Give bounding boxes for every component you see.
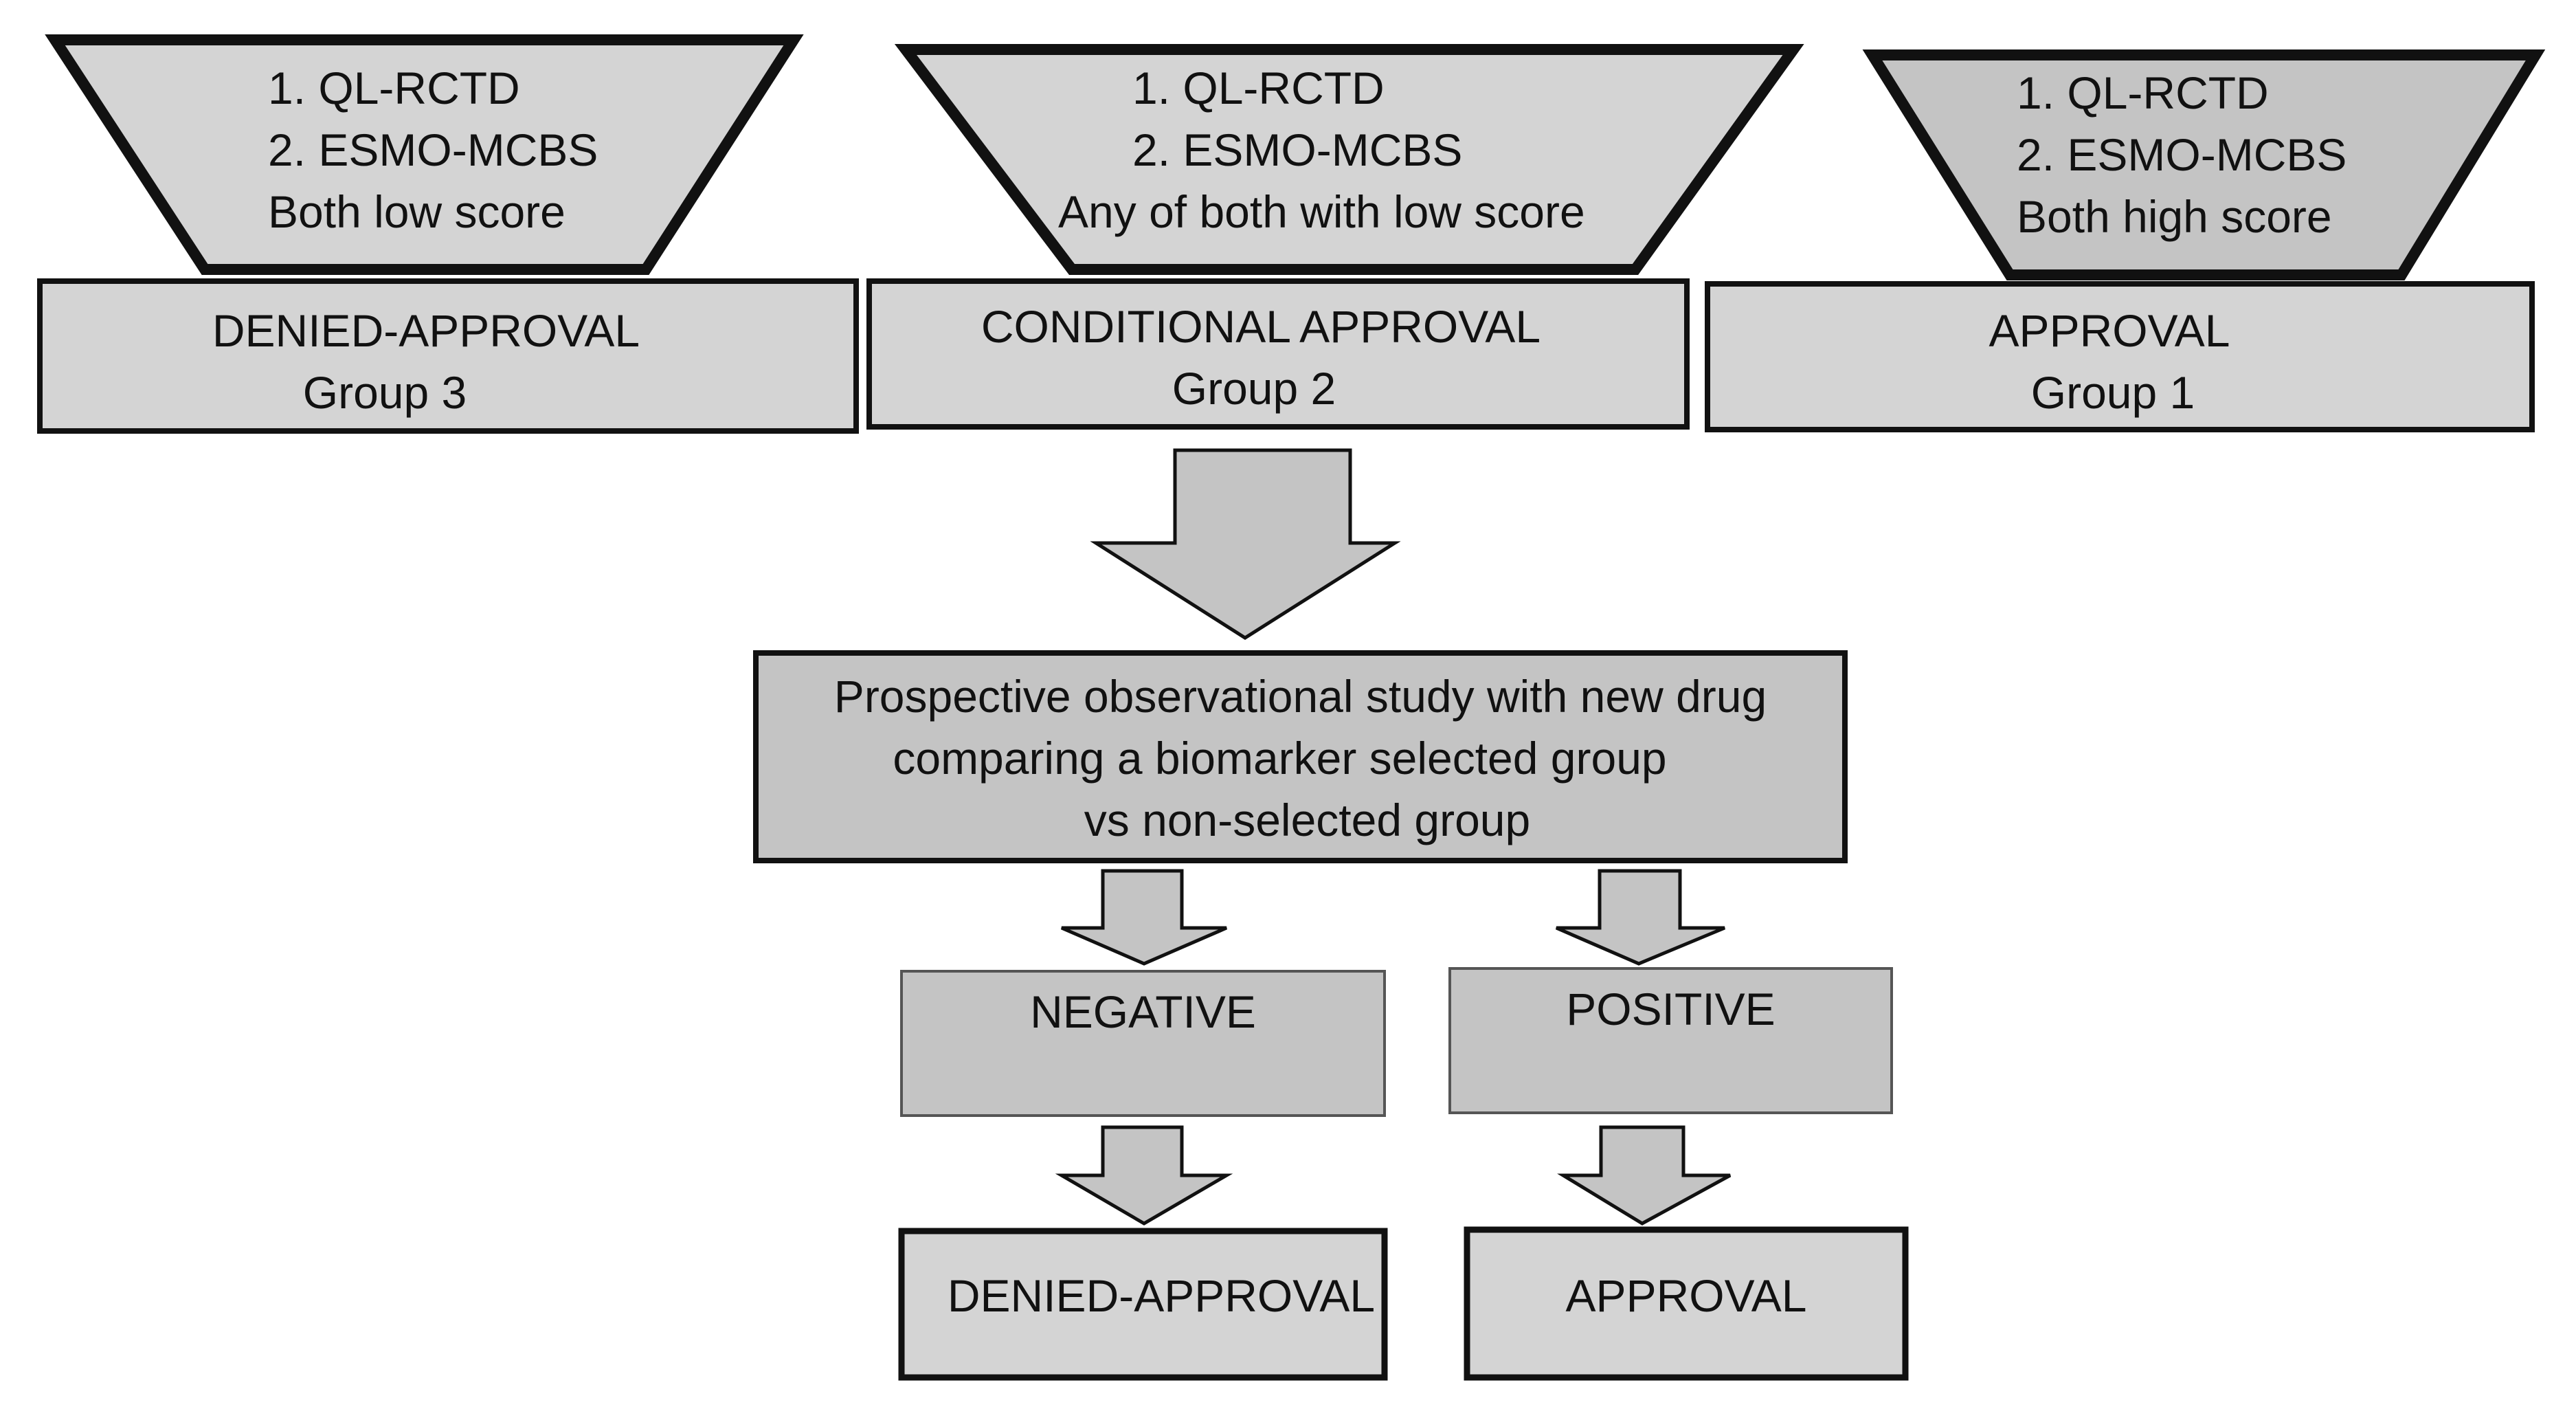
study-box-shape	[753, 650, 1848, 863]
funnel-text-group-2: 1. QL-RCTD 2. ESMO-MCBS Any of both with…	[1031, 57, 1690, 243]
decision-title: DENIED-APPROVAL	[212, 305, 640, 356]
approval-outcome-label: APPROVAL	[1565, 1270, 1807, 1321]
negative-label: NEGATIVE	[1030, 986, 1256, 1037]
funnel-shape-group-2	[894, 44, 1804, 275]
study-line: vs non-selected group	[1084, 795, 1531, 845]
box-text-group-2: CONDITIONAL APPROVAL Group 2	[873, 296, 1649, 419]
arrow-to-approval	[1557, 1125, 1732, 1226]
decision-title: APPROVAL	[1989, 305, 2230, 356]
group-label: Group 3	[302, 367, 467, 418]
arrow-to-denied	[1055, 1125, 1233, 1226]
main-down-arrow	[1090, 448, 1401, 640]
funnel-line: 2. ESMO-MCBS	[1132, 124, 1463, 175]
funnel-line: 1. QL-RCTD	[268, 63, 520, 113]
study-text: Prospective observational study with new…	[759, 665, 1841, 851]
box-text-group-3: DENIED-APPROVAL Group 3	[41, 300, 811, 423]
funnel-line: Any of both with low score	[1058, 186, 1585, 237]
negative-box-shape	[900, 970, 1386, 1117]
approval-outcome-box-shape	[1464, 1226, 1909, 1381]
box-shape-group-3	[37, 278, 859, 434]
positive-label: POSITIVE	[1566, 984, 1776, 1034]
denied-outcome-label: DENIED-APPROVAL	[947, 1270, 1376, 1321]
positive-box-shape	[1448, 967, 1893, 1114]
funnel-text-group-1: 1. QL-RCTD 2. ESMO-MCBS Both high score	[2017, 62, 2347, 247]
funnel-text-group-3: 1. QL-RCTD 2. ESMO-MCBS Both low score	[268, 57, 598, 243]
funnel-shape-group-3	[45, 34, 804, 275]
box-text-group-1: APPROVAL Group 1	[1718, 300, 2501, 423]
arrow-to-positive	[1556, 869, 1725, 966]
funnel-line: 1. QL-RCTD	[1132, 63, 1385, 113]
funnel-shape-group-1	[1862, 49, 2546, 280]
box-shape-group-1	[1705, 281, 2535, 432]
funnel-line: 1. QL-RCTD	[2017, 67, 2269, 118]
funnel-line: Both high score	[2017, 191, 2332, 242]
box-shape-group-2	[866, 278, 1690, 430]
decision-title: CONDITIONAL APPROVAL	[981, 301, 1541, 352]
funnel-line: Both low score	[268, 186, 565, 237]
funnel-line: 2. ESMO-MCBS	[2017, 129, 2347, 180]
arrow-to-negative	[1061, 869, 1227, 966]
group-label: Group 2	[1172, 363, 1336, 414]
study-line: comparing a biomarker selected group	[893, 733, 1667, 784]
group-label: Group 1	[2030, 367, 2195, 418]
funnel-line: 2. ESMO-MCBS	[268, 124, 598, 175]
denied-outcome-box-shape	[898, 1228, 1388, 1381]
study-line: Prospective observational study with new…	[833, 671, 1767, 722]
